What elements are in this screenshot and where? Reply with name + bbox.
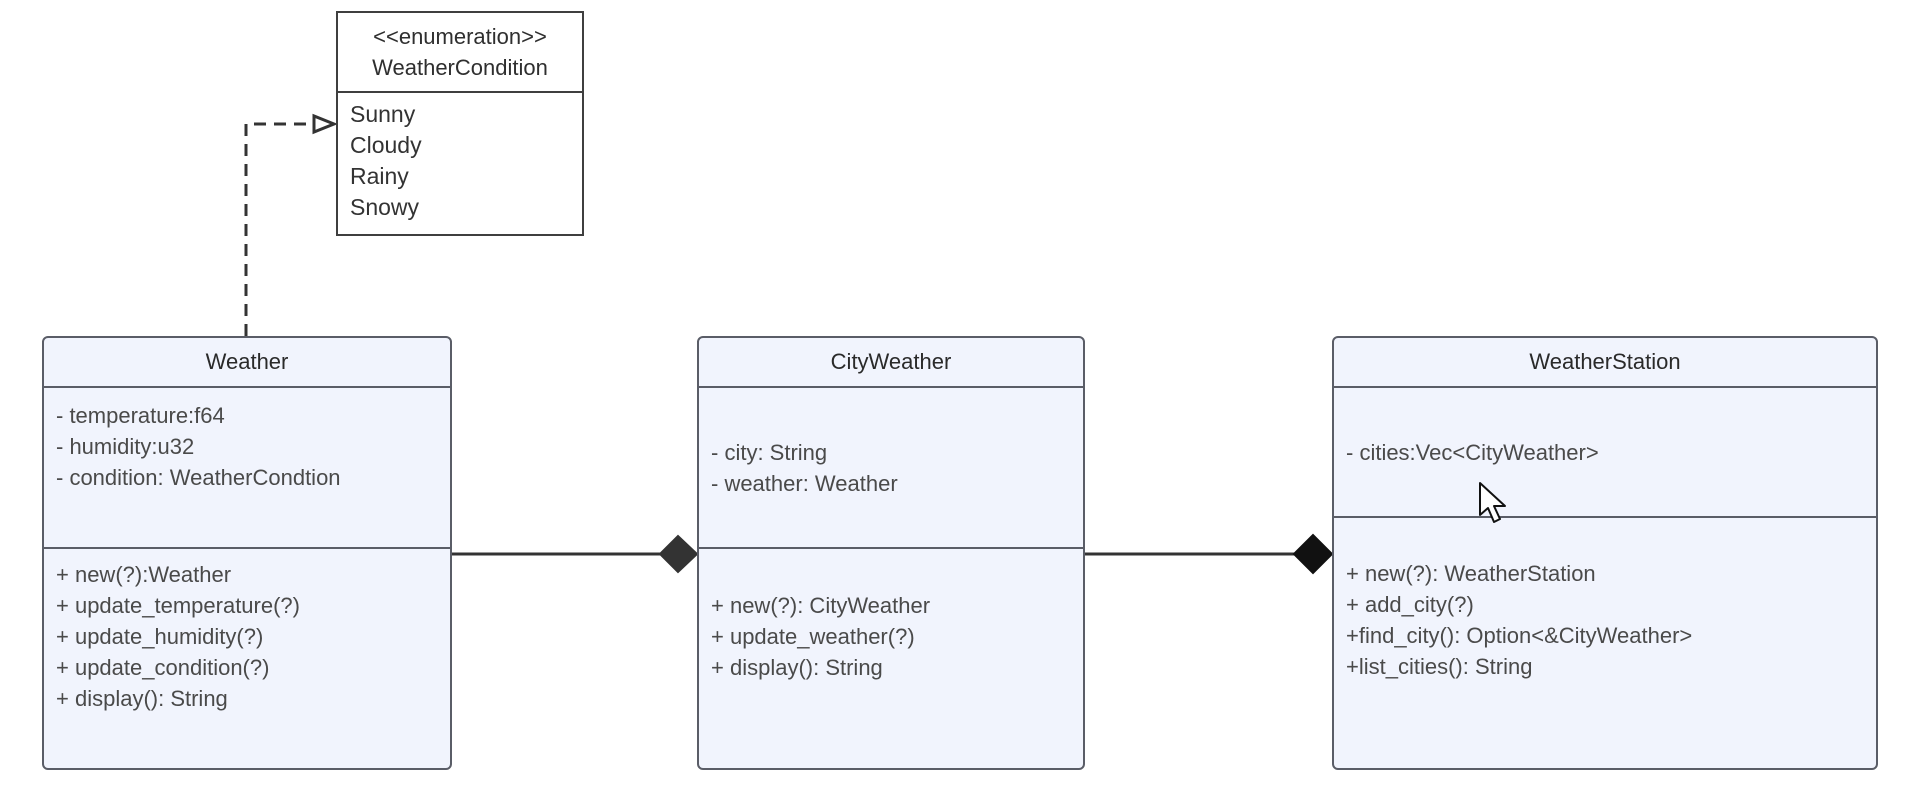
class-methods: + new(?): CityWeather + update_weather(?… bbox=[699, 549, 1083, 683]
method: + new(?): WeatherStation bbox=[1346, 561, 1596, 586]
method: + add_city(?) bbox=[1346, 592, 1474, 617]
method: + display(): String bbox=[711, 655, 883, 680]
class-weatherstation[interactable]: WeatherStation - cities:Vec<CityWeather>… bbox=[1332, 336, 1878, 770]
class-methods: + new(?): WeatherStation + add_city(?) +… bbox=[1334, 518, 1876, 682]
enum-name: WeatherCondition bbox=[372, 55, 548, 80]
method: +find_city(): Option<&CityWeather> bbox=[1346, 623, 1693, 648]
enum-value: Rainy bbox=[350, 163, 409, 189]
class-methods: + new(?):Weather + update_temperature(?)… bbox=[44, 549, 450, 714]
class-attributes: - cities:Vec<CityWeather> bbox=[1334, 388, 1876, 518]
method: + update_temperature(?) bbox=[56, 593, 300, 618]
method: + new(?): CityWeather bbox=[711, 593, 931, 618]
attribute: - temperature:f64 bbox=[56, 403, 225, 428]
class-cityweather[interactable]: CityWeather - city: String - weather: We… bbox=[697, 336, 1085, 770]
class-attributes: - city: String - weather: Weather bbox=[699, 388, 1083, 549]
attribute: - city: String bbox=[711, 439, 828, 465]
method: + display(): String bbox=[56, 686, 228, 711]
attribute: - humidity:u32 bbox=[56, 434, 195, 459]
method: + new(?):Weather bbox=[56, 562, 232, 587]
attribute: - weather: Weather bbox=[711, 470, 898, 496]
attribute: - condition: WeatherCondtion bbox=[56, 465, 341, 490]
enum-value: Snowy bbox=[350, 194, 420, 220]
method: + update_weather(?) bbox=[711, 624, 915, 649]
enum-header: <<enumeration>> WeatherCondition bbox=[338, 13, 582, 93]
mouse-pointer-icon bbox=[1479, 482, 1506, 523]
enum-value: Sunny bbox=[350, 101, 416, 127]
dependency-edge-weather-to-weathercondition bbox=[244, 122, 320, 336]
attribute: - cities:Vec<CityWeather> bbox=[1346, 439, 1599, 465]
enum-stereotype: <<enumeration>> bbox=[373, 24, 547, 49]
class-name: Weather bbox=[44, 338, 450, 388]
class-weather[interactable]: Weather - temperature:f64 - humidity:u32… bbox=[42, 336, 452, 770]
enum-values: Sunny Cloudy Rainy Snowy bbox=[338, 93, 582, 229]
dependency-arrowhead bbox=[312, 113, 339, 135]
class-attributes: - temperature:f64 - humidity:u32 - condi… bbox=[44, 388, 450, 549]
method: + update_humidity(?) bbox=[56, 624, 264, 649]
method: +list_cities(): String bbox=[1346, 654, 1533, 679]
composition-diamond-cityweather bbox=[658, 534, 699, 574]
enum-weathercondition[interactable]: <<enumeration>> WeatherCondition Sunny C… bbox=[336, 11, 584, 236]
class-name: CityWeather bbox=[699, 338, 1083, 388]
composition-diamond-weatherstation bbox=[1292, 533, 1334, 575]
class-name: WeatherStation bbox=[1334, 338, 1876, 388]
enum-value: Cloudy bbox=[350, 132, 422, 158]
method: + update_condition(?) bbox=[56, 655, 270, 680]
